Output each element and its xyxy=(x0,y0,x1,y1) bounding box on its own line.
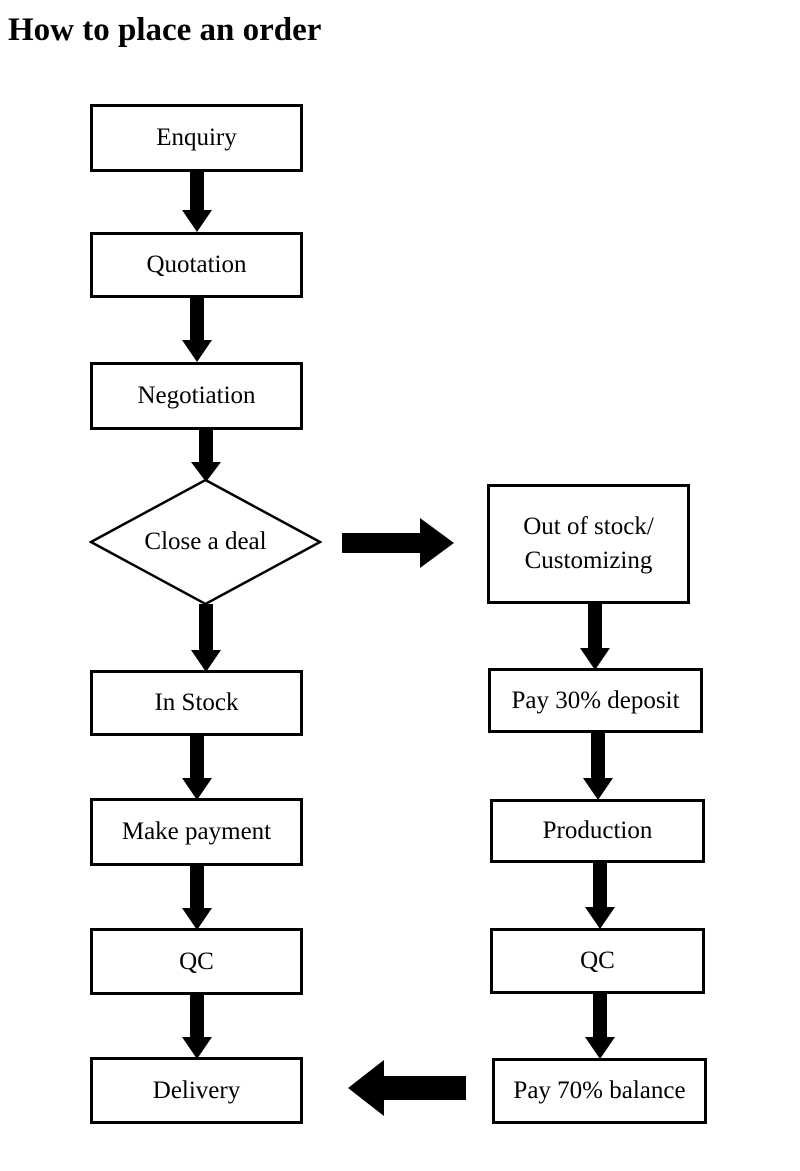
node-in-stock-label: In Stock xyxy=(154,689,239,716)
node-pay-70-balance-label: Pay 70% balance xyxy=(513,1077,686,1104)
arrow-enquiry-to-quotation xyxy=(182,172,212,232)
node-close-a-deal-label: Close a deal xyxy=(144,528,267,555)
arrow-close-a-deal-to-out-of-stock xyxy=(342,518,454,568)
node-qc-left[interactable]: QC xyxy=(90,928,303,995)
node-quotation[interactable]: Quotation xyxy=(90,232,303,298)
arrow-in-stock-to-make-payment xyxy=(182,736,212,800)
node-close-a-deal[interactable]: Close a deal xyxy=(89,478,322,606)
arrow-close-a-deal-to-in-stock xyxy=(191,604,221,672)
node-negotiation-label: Negotiation xyxy=(137,382,256,409)
node-enquiry-label: Enquiry xyxy=(156,124,237,151)
arrow-pay-70-balance-to-delivery xyxy=(348,1060,466,1116)
page-title: How to place an order xyxy=(8,12,322,48)
node-production-label: Production xyxy=(542,817,653,844)
arrow-quotation-to-negotiation xyxy=(182,298,212,362)
arrow-pay-30-deposit-to-production xyxy=(583,733,613,800)
node-quotation-label: Quotation xyxy=(146,251,247,278)
node-delivery[interactable]: Delivery xyxy=(90,1057,303,1124)
node-make-payment[interactable]: Make payment xyxy=(90,798,303,866)
node-qc-right-label: QC xyxy=(580,947,615,974)
node-qc-right[interactable]: QC xyxy=(490,928,705,994)
arrow-negotiation-to-close-a-deal xyxy=(191,430,221,482)
node-in-stock[interactable]: In Stock xyxy=(90,670,303,736)
arrow-production-to-qc xyxy=(585,863,615,929)
node-production[interactable]: Production xyxy=(490,799,705,863)
node-pay-30-deposit-label: Pay 30% deposit xyxy=(511,686,680,714)
arrow-make-payment-to-qc xyxy=(182,866,212,930)
node-negotiation[interactable]: Negotiation xyxy=(90,362,303,430)
node-pay-70-balance[interactable]: Pay 70% balance xyxy=(492,1058,707,1124)
node-pay-30-deposit[interactable]: Pay 30% deposit xyxy=(488,668,703,733)
node-out-of-stock[interactable]: Out of stock/ Customizing xyxy=(487,484,690,604)
node-qc-left-label: QC xyxy=(179,947,214,975)
node-delivery-label: Delivery xyxy=(152,1076,241,1104)
node-make-payment-label: Make payment xyxy=(121,818,272,845)
node-out-of-stock-label: Out of stock/ Customizing xyxy=(523,513,654,574)
node-enquiry[interactable]: Enquiry xyxy=(90,104,303,172)
arrow-qc-to-delivery xyxy=(182,995,212,1059)
arrow-qc-to-pay-70-balance xyxy=(585,994,615,1059)
arrow-out-of-stock-to-pay-30-deposit xyxy=(580,604,610,670)
